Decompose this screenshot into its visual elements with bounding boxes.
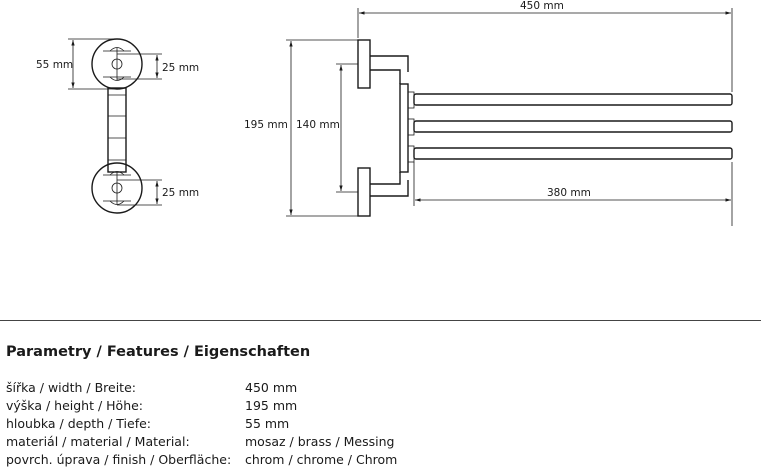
section-divider [0, 320, 761, 321]
param-value: 195 mm [245, 398, 298, 413]
towel-rod-2 [413, 120, 733, 133]
parameters-table: šířka / width / Breite: 450 mm výška / h… [6, 379, 397, 469]
param-row-width: šířka / width / Breite: 450 mm [6, 379, 397, 397]
parameters-heading: Parametry / Features / Eigenschaften [6, 344, 311, 360]
towel-rod-1 [413, 93, 733, 106]
param-label: šířka / width / Breite: [6, 380, 136, 395]
technical-drawing: 55 mm 25 mm 25 mm 450 mm [36, 0, 733, 226]
total-height-dimension: 195 mm [244, 119, 288, 131]
top-offset-dimension: 25 mm [162, 62, 199, 74]
param-row-finish: povrch. úprava / finish / Oberfläche: ch… [6, 451, 397, 469]
param-value: chrom / chrome / Chrom [245, 452, 398, 467]
param-row-material: materiál / material / Material: mosaz / … [6, 433, 397, 451]
mount-spacing-dimension: 140 mm [296, 119, 340, 131]
param-row-height: výška / height / Höhe: 195 mm [6, 397, 397, 415]
param-row-depth: hloubka / depth / Tiefe: 55 mm [6, 415, 397, 433]
param-label: hloubka / depth / Tiefe: [6, 416, 151, 431]
param-label: materiál / material / Material: [6, 434, 190, 449]
overall-width-dimension: 450 mm [520, 0, 564, 12]
front-view: 55 mm 25 mm 25 mm [36, 38, 199, 214]
arm-length-dimension: 380 mm [547, 187, 591, 199]
param-label: povrch. úprava / finish / Oberfläche: [6, 452, 232, 467]
param-value: 55 mm [245, 416, 290, 431]
param-value: 450 mm [245, 380, 298, 395]
diameter-dimension: 55 mm [36, 59, 73, 71]
bottom-offset-dimension: 25 mm [162, 187, 199, 199]
towel-rod-3 [413, 147, 733, 160]
top-mount-rosette [91, 38, 143, 90]
bottom-mount-rosette [91, 162, 143, 214]
side-view: 450 mm 195 mm 140 mm 380 mm [244, 0, 733, 226]
param-value: mosaz / brass / Messing [245, 434, 395, 449]
param-label: výška / height / Höhe: [6, 398, 144, 413]
